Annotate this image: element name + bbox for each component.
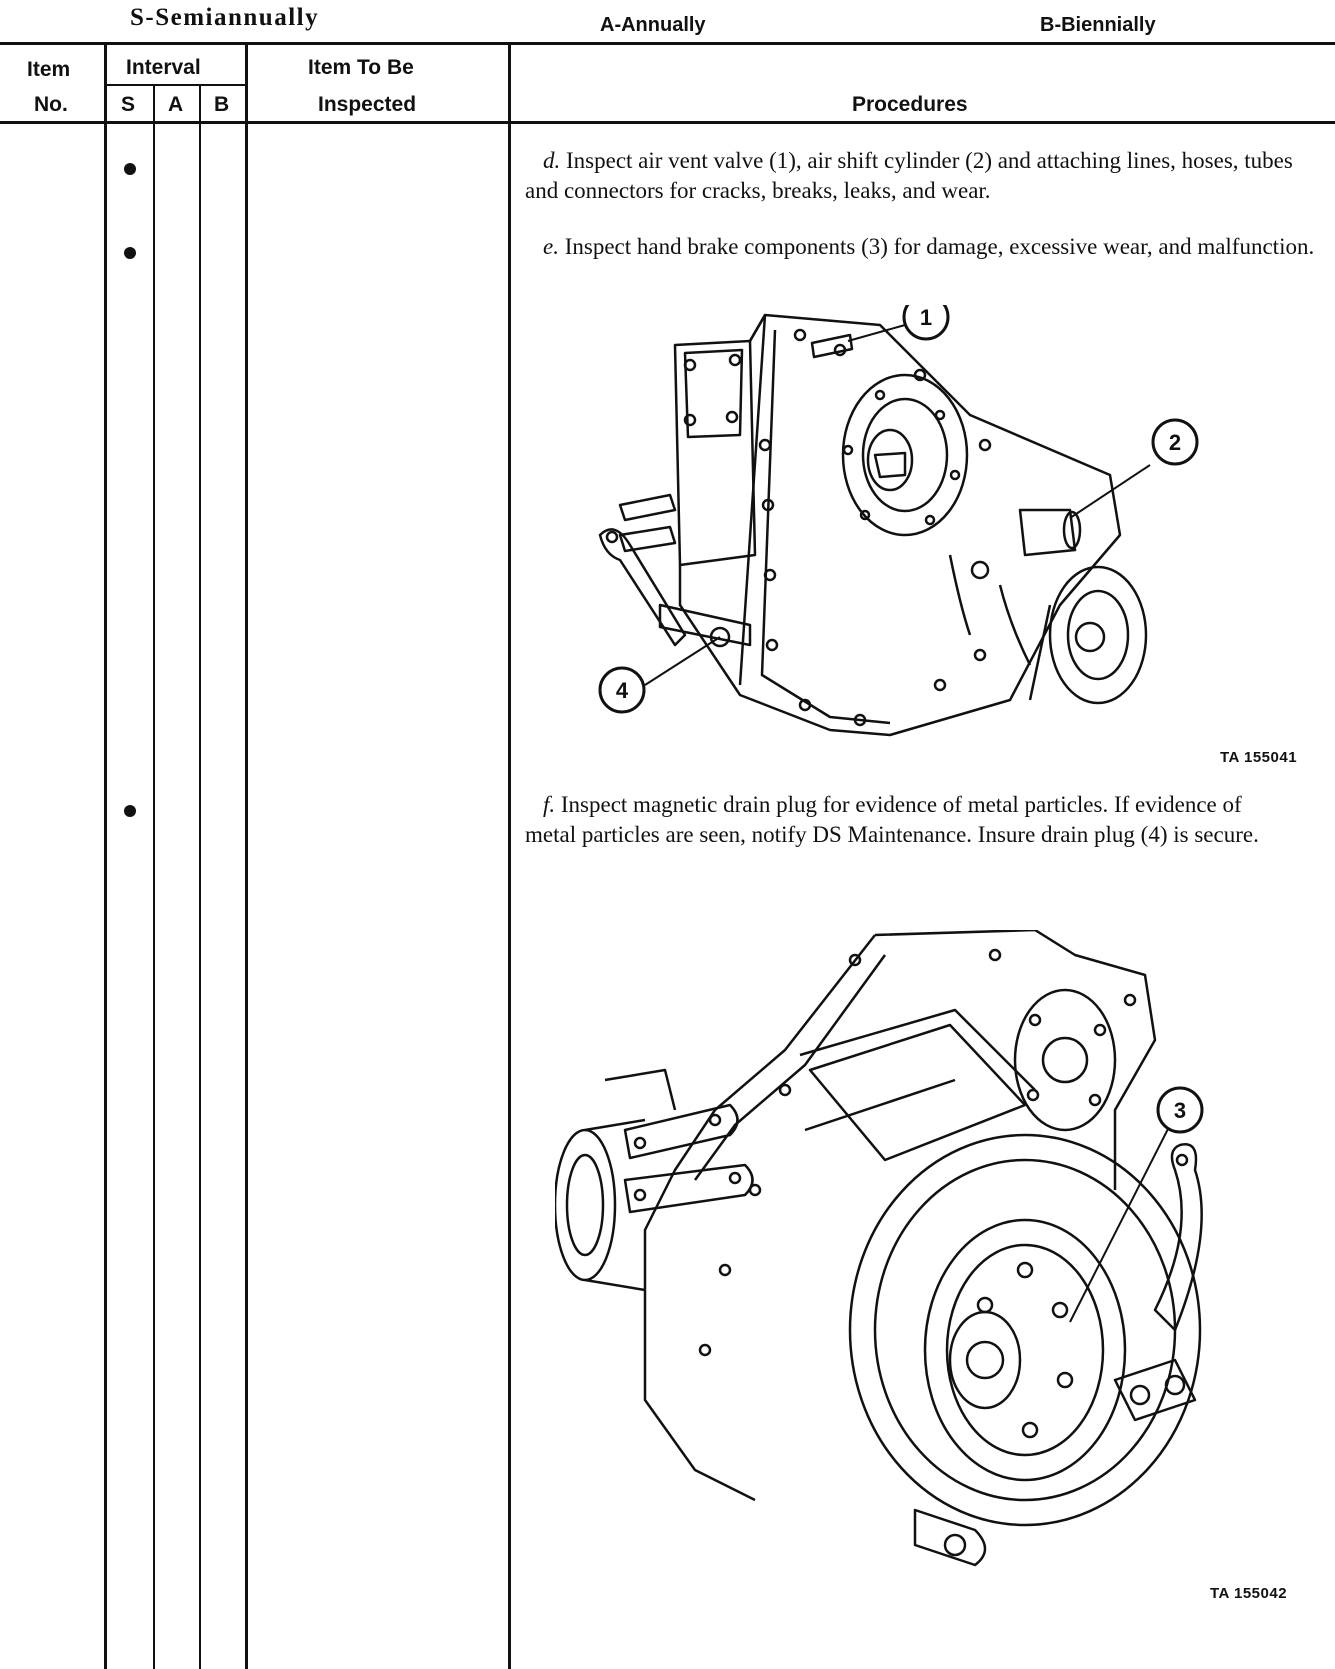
callout-4: 4 xyxy=(616,678,629,703)
header-no: No. xyxy=(34,93,68,116)
procedure-e: e. Inspect hand brake components (3) for… xyxy=(525,232,1317,262)
header-item-to-be: Item To Be xyxy=(308,56,414,79)
procedure-f-text: Inspect magnetic drain plug for evidence… xyxy=(525,792,1259,847)
legend-semiannually: S-Semiannually xyxy=(130,4,320,31)
callout-1: 1 xyxy=(920,305,932,330)
procedure-e-text: Inspect hand brake components (3) for da… xyxy=(564,234,1315,259)
callout-3: 3 xyxy=(1174,1098,1186,1123)
interval-bullet-f xyxy=(124,805,136,817)
header-item: Item xyxy=(27,58,71,81)
col-rule-item xyxy=(104,42,107,1669)
table-top-rule xyxy=(0,42,1335,45)
header-procedures: Procedures xyxy=(852,93,968,116)
procedure-f-letter: f. xyxy=(543,792,556,817)
legend-biennially: B-Biennially xyxy=(1040,14,1156,36)
callout-2: 2 xyxy=(1169,430,1181,455)
header-interval: Interval xyxy=(126,56,201,79)
header-inspected: Inspected xyxy=(318,93,417,116)
col-rule-s xyxy=(153,84,155,1669)
header-bottom-rule xyxy=(0,121,1335,124)
procedure-f: f. Inspect magnetic drain plug for evide… xyxy=(525,790,1265,850)
figure-transfer-case-2: 3 xyxy=(555,930,1204,1567)
procedure-d-text: Inspect air vent valve (1), air shift cy… xyxy=(525,148,1293,203)
interval-bullet-d xyxy=(124,163,136,175)
col-rule-b xyxy=(245,42,248,1669)
procedure-d-letter: d. xyxy=(543,148,561,173)
procedure-e-letter: e. xyxy=(543,234,559,259)
interval-header-rule xyxy=(104,84,246,86)
col-rule-a xyxy=(199,84,201,1669)
interval-bullet-e xyxy=(124,247,136,259)
header-s: S xyxy=(121,93,136,116)
figure-transfer-case-1: 1 2 4 xyxy=(598,305,1199,737)
header-a: A xyxy=(168,93,184,116)
header-b: B xyxy=(214,93,230,116)
figure-id-1: TA 155041 xyxy=(1220,749,1298,766)
figure-id-2: TA 155042 xyxy=(1210,1585,1288,1602)
procedure-d: d. Inspect air vent valve (1), air shift… xyxy=(525,146,1317,206)
col-rule-inspected xyxy=(508,42,511,1669)
legend-annually: A-Annually xyxy=(600,14,706,36)
